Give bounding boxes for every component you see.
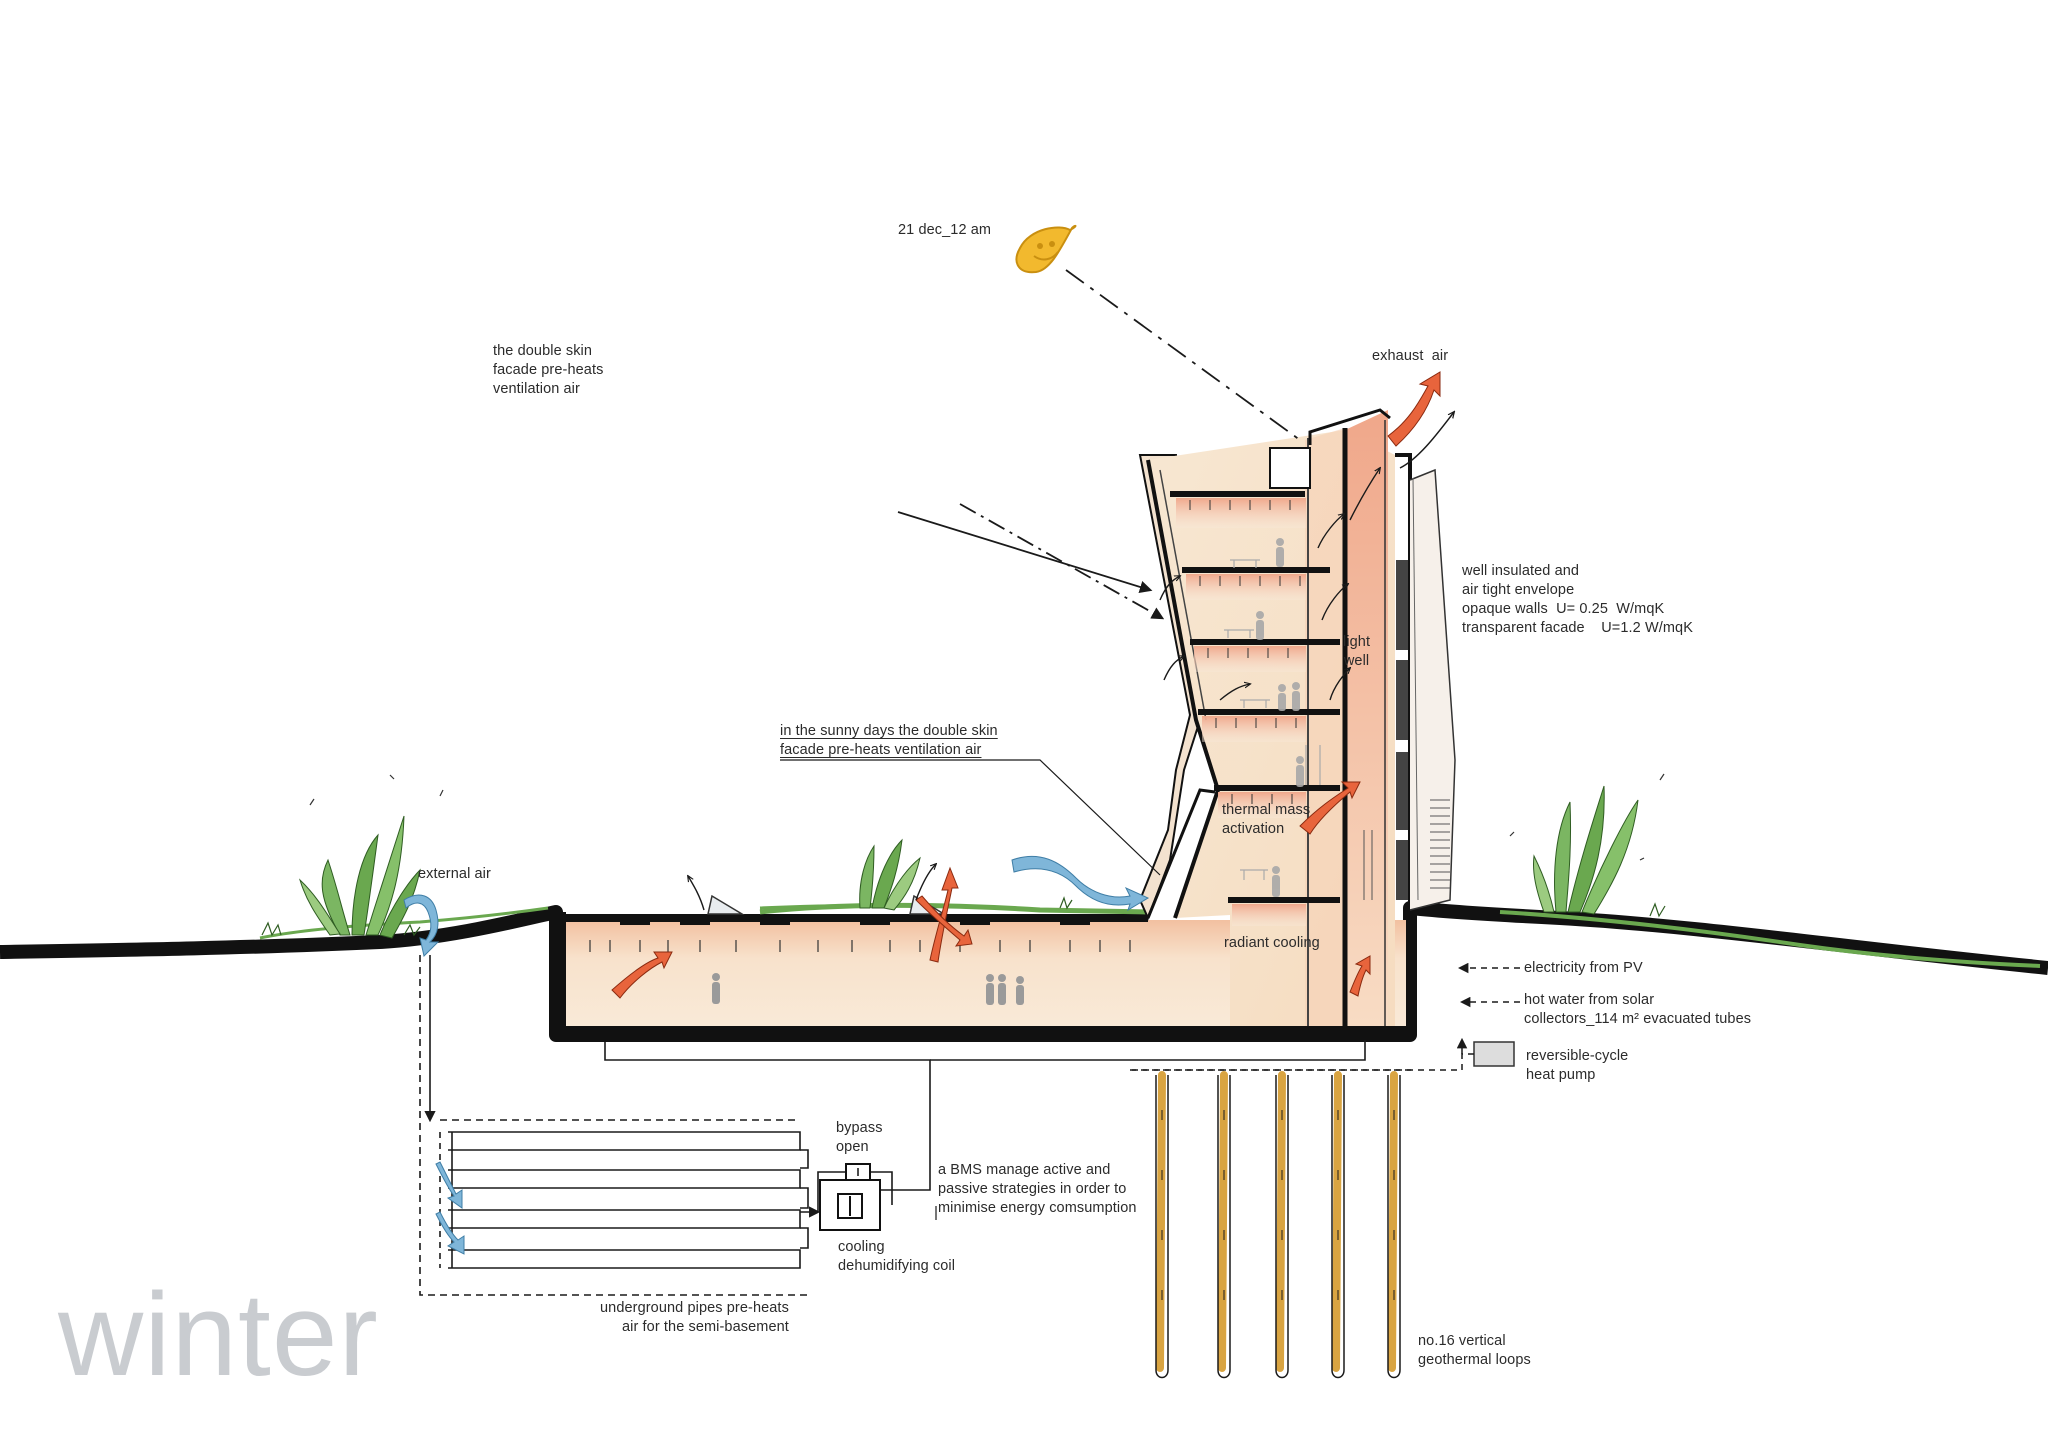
double-skin-top-label: the double skin facade pre-heats ventila… [493,343,604,397]
grass-tufts [261,773,1666,937]
radiant-cooling-label: radiant cooling [1224,935,1320,951]
geothermal-label: no.16 vertical geothermal loops [1418,1333,1531,1368]
tower-building [1138,408,1456,1026]
energy-lines [1130,962,1520,1071]
person-icon [1256,538,1304,897]
exhaust-air-label: exhaust air [1372,348,1449,364]
sunny-days-label: in the sunny days the double skin facade… [780,723,998,758]
thermal-mass-label: thermal mass activation [1222,802,1311,837]
season-title: winter [58,1269,379,1401]
cooling-coil-label: cooling dehumidifying coil [838,1239,956,1274]
bypass-label: bypass open [836,1120,883,1155]
envelope-label: well insulated and air tight envelope op… [1462,563,1693,636]
hot-water-label: hot water from solar collectors_114 m² e… [1524,992,1752,1027]
geothermal-loops [1130,1069,1412,1379]
heat-pump-label: reversible-cycle heat pump [1526,1048,1629,1083]
sun-date-label: 21 dec_12 am [898,222,992,238]
cool-air-arrows-pipes [435,1161,465,1255]
leader-lines [780,759,1161,1220]
underground-pipes [419,955,1366,1296]
light-well-label: light well [1343,634,1371,669]
underground-pipes-label: underground pipes pre-heats air for the … [600,1300,789,1335]
ahu-icon [819,1163,881,1231]
sun-rays [897,269,1301,620]
external-air-label: external air [418,866,491,882]
facade-panels [1396,560,1408,900]
electricity-pv-label: electricity from PV [1524,960,1643,976]
bms-label: a BMS manage active and passive strategi… [938,1162,1137,1216]
sun-icon [1015,224,1077,274]
plant-icon [298,785,1639,939]
arrow-icon [403,371,1454,999]
heat-pump-icon [1473,1041,1515,1067]
